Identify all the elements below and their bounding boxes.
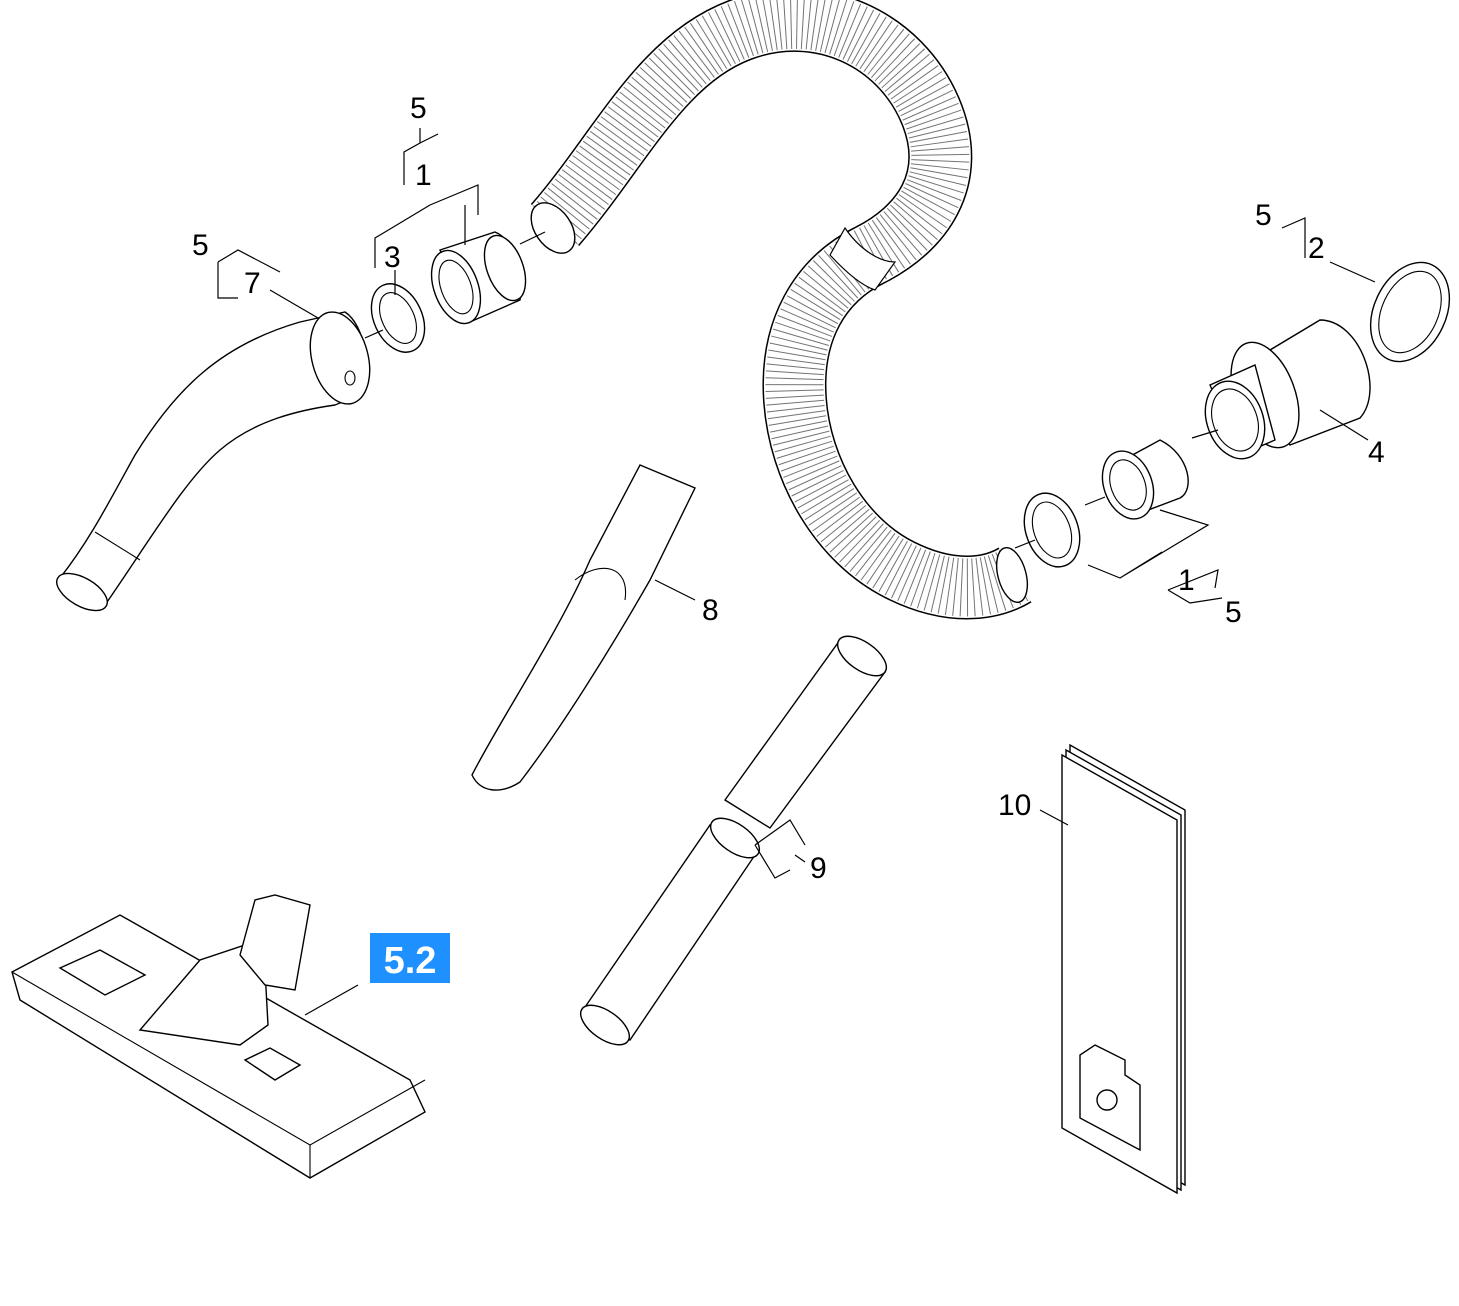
callout-hose-right-kit-group: 5 (1225, 596, 1242, 629)
hose-adapter-right (1204, 319, 1371, 460)
clamp-ring-left (370, 283, 426, 353)
callout-handle-part: 7 (244, 267, 261, 300)
section-badge[interactable]: 5.2 (370, 933, 450, 983)
callout-hose-right-group: 5 (1255, 199, 1272, 232)
callout-ring-right: 2 (1308, 232, 1325, 265)
clamp-ring-right (1369, 261, 1451, 363)
hose-handle (56, 311, 371, 612)
crevice-nozzle (471, 464, 696, 791)
filter-bag (1061, 743, 1186, 1195)
callout-hose-left-group: 5 (410, 92, 427, 125)
callout-labels: 5 7 5 1 3 5 2 4 1 5 8 9 10 (192, 92, 1385, 885)
callout-suction-tube: 9 (810, 852, 827, 885)
suction-tube (579, 635, 888, 1046)
hose-connector-left (430, 231, 527, 325)
leader-lines (217, 128, 1376, 1016)
callout-hose-right-kit: 1 (1178, 564, 1195, 597)
section-badge-label: 5.2 (384, 940, 437, 982)
callout-crevice-nozzle: 8 (702, 594, 719, 627)
floor-nozzle (11, 894, 426, 1179)
callout-filter-bag: 10 (998, 789, 1031, 822)
callout-handle-group: 5 (192, 229, 209, 262)
suction-hose (530, 0, 1032, 620)
callout-hose-left-kit: 1 (415, 159, 432, 192)
callout-adapter: 4 (1368, 436, 1385, 469)
hose-connector-right (1023, 439, 1189, 568)
callout-ring-left: 3 (384, 241, 401, 274)
